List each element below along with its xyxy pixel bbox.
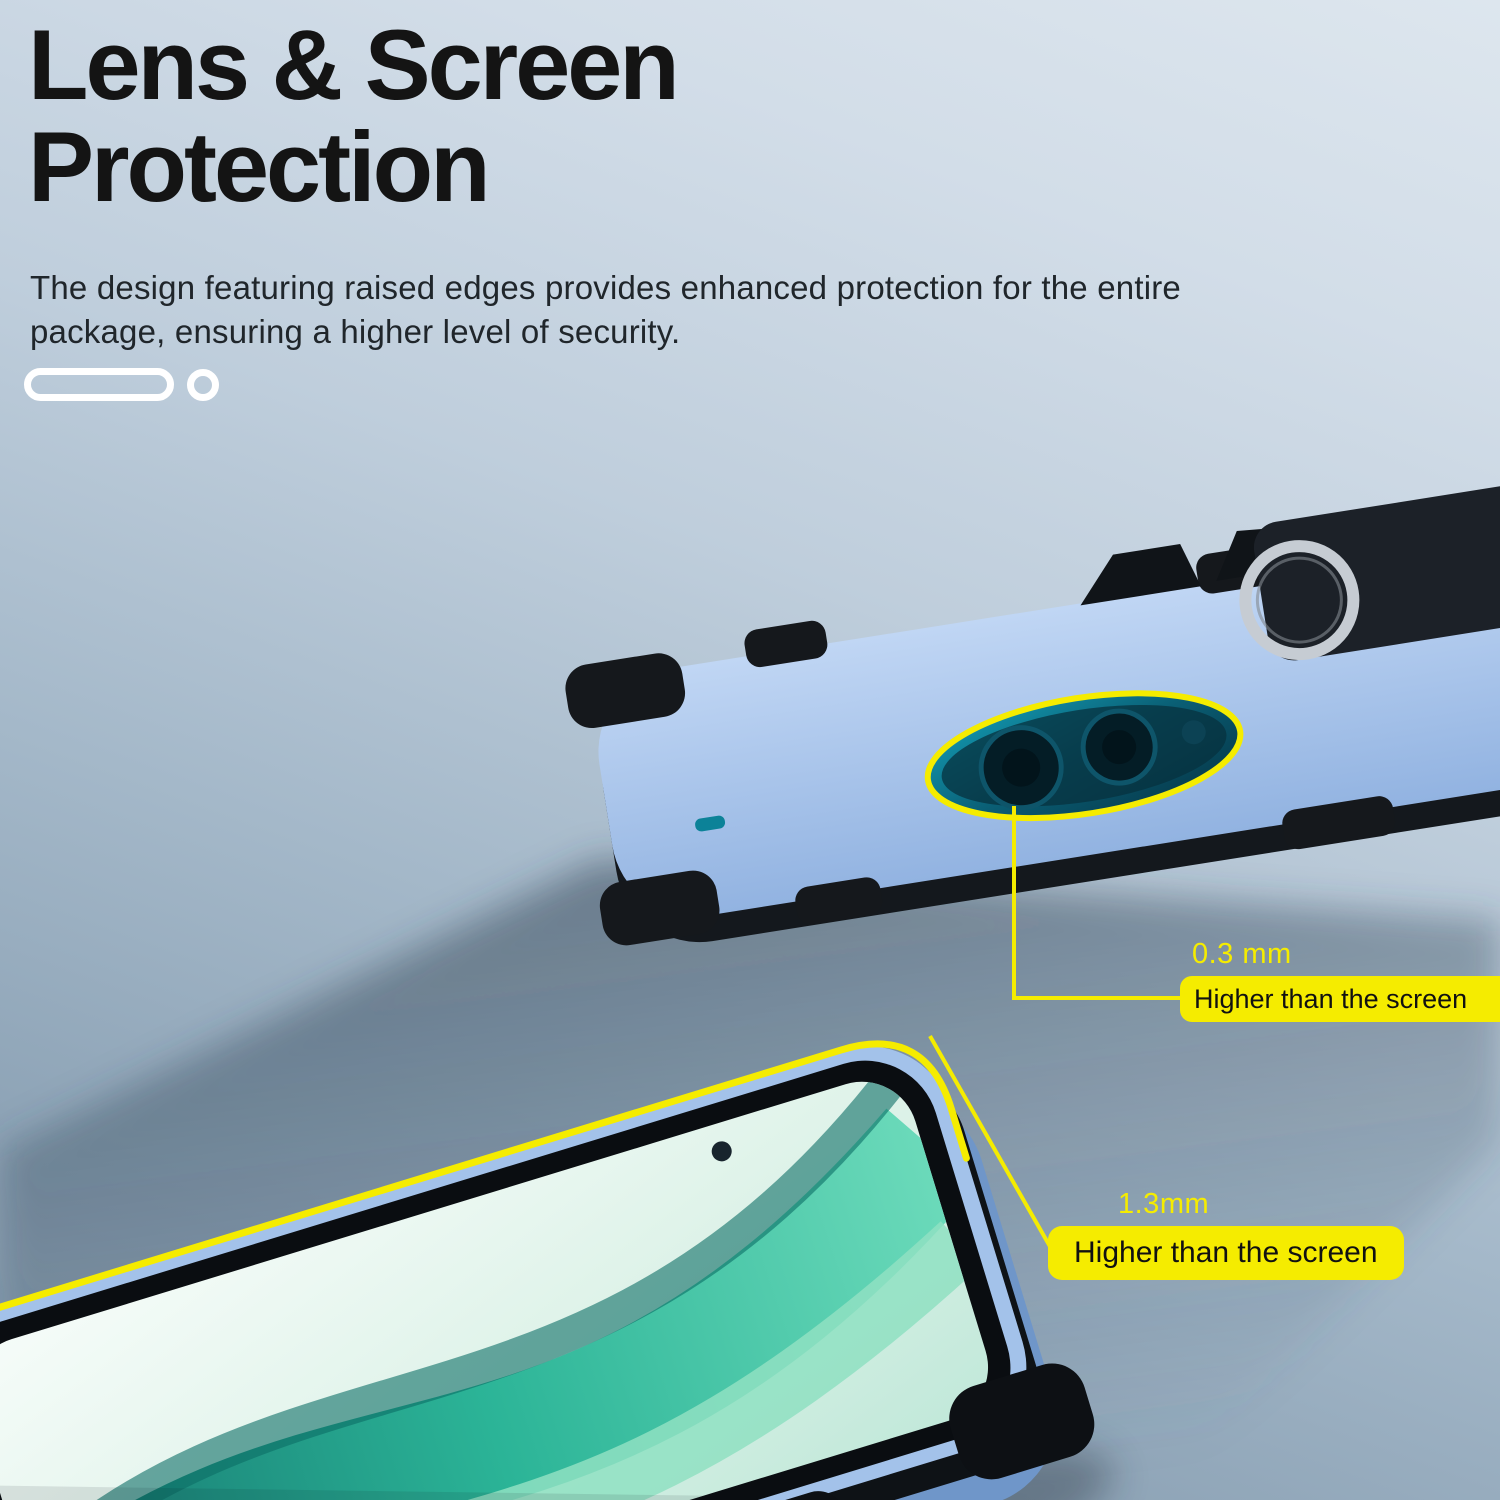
screen-measurement-value: 1.3mm [1118,1188,1210,1220]
camera-module [924,690,1244,822]
carousel-indicator-active [24,368,174,401]
lens-measurement-value: 0.3 mm [1192,938,1292,970]
page-title: Lens & Screen Protection [28,9,680,222]
side-buttons [622,1363,1095,1500]
ring-holder [1239,540,1360,661]
title-line-2: Protection [28,110,491,222]
screen-wallpaper [0,1067,982,1500]
title-line-1: Lens & Screen [28,9,680,120]
phone-front [0,1040,1115,1500]
carousel-indicator [24,368,219,401]
carousel-indicator-inactive [187,368,219,401]
alert-slider [695,815,726,832]
phone-case-back [565,477,1500,946]
punch-hole-camera [711,1141,732,1162]
ring-inner-edge [1255,556,1343,644]
callout-line-lens [1012,806,1182,1000]
screen-callout-label: Higher than the screen [1048,1226,1404,1280]
lens-callout-label: Higher than the screen [1180,976,1500,1022]
callout-line-screen [928,1035,1054,1251]
feature-description: The design featuring raised edges provid… [30,269,1181,350]
camera-flash [1181,720,1206,745]
raised-edge-highlight [0,1040,970,1347]
